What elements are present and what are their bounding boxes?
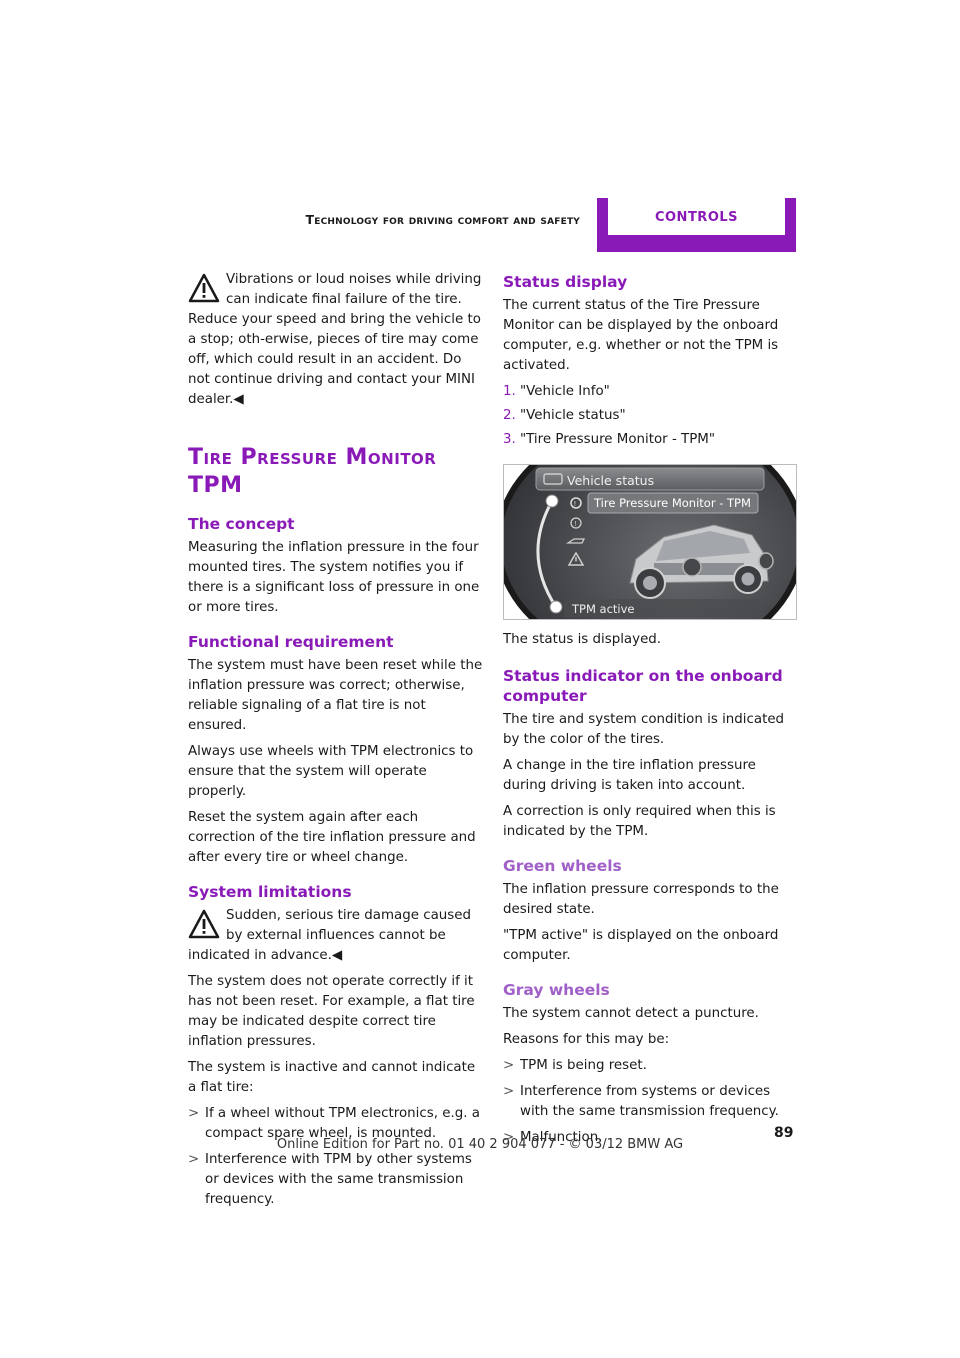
svg-text:!: !	[574, 520, 577, 528]
list-item-text: TPM is being reset.	[520, 1058, 647, 1073]
step-item: 3. "Tire Pressure Monitor - TPM"	[503, 430, 799, 450]
section-tab: CONTROLS	[597, 198, 796, 252]
screen-selected-item: Tire Pressure Monitor - TPM	[593, 496, 751, 510]
paragraph: A correction is only required when this …	[503, 804, 776, 839]
warning-note-vibrations: Vibrations or loud noises while driving …	[188, 270, 484, 410]
screen-illustration: ! !	[504, 465, 796, 619]
section-title-line1: Tire Pressure Monitor	[188, 445, 437, 470]
warning-triangle-icon	[188, 909, 220, 939]
bullet-marker-icon: >	[503, 1130, 515, 1145]
screen-title: Vehicle status	[567, 473, 654, 488]
heading-system-limitations: System limitations	[188, 883, 352, 901]
bullet-marker-icon: >	[188, 1106, 200, 1121]
paragraph: The tire and system condition is indicat…	[503, 712, 785, 747]
bullet-marker-icon: >	[188, 1152, 200, 1167]
oil-can-icon	[565, 538, 586, 544]
step-number: 3.	[503, 432, 516, 447]
slider-knob-icon	[549, 600, 563, 614]
heading-functional-requirement: Functional requirement	[188, 633, 394, 651]
paragraph: Measuring the inflation pressure in the …	[188, 540, 480, 615]
paragraph: Reset the system again after each correc…	[188, 810, 476, 865]
step-number: 2.	[503, 408, 516, 423]
paragraph: The inflation pressure corresponds to th…	[503, 882, 779, 917]
paragraph: The system cannot detect a puncture.	[503, 1006, 759, 1021]
paragraph: The system is inactive and cannot indica…	[188, 1060, 476, 1095]
list-item: > Malfunction.	[503, 1128, 799, 1148]
slider-knob-icon	[545, 494, 559, 508]
step-item: 2. "Vehicle status"	[503, 406, 799, 426]
paragraph: Always use wheels with TPM electronics t…	[188, 744, 474, 799]
running-header: Technology for driving comfort and safet…	[305, 212, 580, 227]
paragraph: The system does not operate correctly if…	[188, 974, 475, 1049]
heading-concept: The concept	[188, 515, 295, 533]
page-number: 89	[774, 1125, 794, 1141]
list-item: > TPM is being reset.	[503, 1056, 799, 1076]
step-item: 1. "Vehicle Info"	[503, 382, 799, 402]
heading-status-display: Status display	[503, 273, 628, 291]
section-title-line2: TPM	[188, 473, 243, 498]
list-item-text: If a wheel without TPM electronics, e.g.…	[205, 1106, 480, 1141]
paragraph: The current status of the Tire Pressure …	[503, 298, 779, 373]
warning-triangle-icon	[567, 551, 585, 566]
right-column: Status display The current status of the…	[503, 270, 799, 1154]
tire-pressure-icon: !	[570, 497, 582, 509]
list-item: > If a wheel without TPM electronics, e.…	[188, 1104, 484, 1144]
heading-gray-wheels: Gray wheels	[503, 981, 610, 999]
list-item: > Interference with TPM by other systems…	[188, 1150, 484, 1210]
onboard-computer-screen-figure: ! !	[503, 464, 797, 620]
step-text: "Vehicle status"	[520, 408, 626, 423]
list-item: > Interference from systems or devices w…	[503, 1082, 799, 1122]
step-text: "Tire Pressure Monitor - TPM"	[520, 432, 716, 447]
step-text: "Vehicle Info"	[520, 384, 610, 399]
footer-edition: Online Edition for Part no. 01 40 2 904 …	[276, 1137, 684, 1152]
paragraph: The status is displayed.	[503, 632, 662, 647]
paragraph: The system must have been reset while th…	[188, 658, 483, 733]
car-icon	[543, 473, 563, 485]
tire-service-icon: !	[570, 517, 582, 529]
list-item-text: Malfunction.	[520, 1130, 603, 1145]
warning-note-sudden-damage: Sudden, serious tire damage caused by ex…	[188, 906, 484, 966]
section-title: Tire Pressure Monitor TPM	[188, 444, 484, 500]
warning-text: Sudden, serious tire damage caused by ex…	[188, 908, 471, 963]
vehicle-illustration	[629, 524, 774, 599]
heading-status-indicator: Status indicator on the onboard computer	[503, 667, 783, 705]
section-tab-label: CONTROLS	[608, 198, 785, 235]
left-column: Vibrations or loud noises while driving …	[188, 270, 484, 1216]
heading-green-wheels: Green wheels	[503, 857, 622, 875]
paragraph: "TPM active" is displayed on the onboard…	[503, 928, 779, 963]
bullet-marker-icon: >	[503, 1058, 515, 1073]
warning-text: Vibrations or loud noises while driving …	[188, 272, 482, 407]
paragraph: Reasons for this may be:	[503, 1032, 670, 1047]
screen-status-text: TPM active	[571, 602, 635, 616]
warning-triangle-icon	[188, 273, 220, 303]
list-item-text: Interference from systems or devices wit…	[520, 1084, 779, 1119]
list-item-text: Interference with TPM by other systems o…	[205, 1152, 472, 1207]
svg-text:!: !	[574, 500, 577, 508]
bullet-marker-icon: >	[503, 1084, 515, 1099]
step-number: 1.	[503, 384, 516, 399]
paragraph: A change in the tire inflation pressure …	[503, 758, 756, 793]
